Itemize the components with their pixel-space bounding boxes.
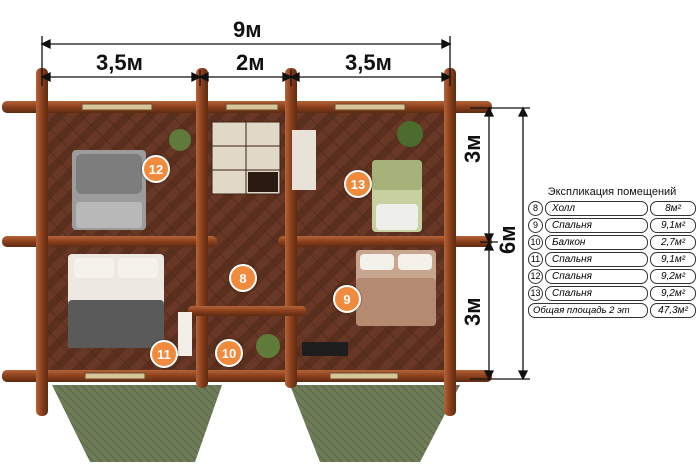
row-number: 11 (528, 251, 543, 267)
bed-room-9 (356, 250, 436, 326)
dim-left-width: 3,5м (96, 50, 143, 75)
room-badge-11: 11 (150, 340, 178, 368)
room-badge-9: 9 (333, 285, 361, 313)
row-name: Холл (545, 200, 648, 216)
room-schedule: Экспликация помещений 8 Холл 8м² 9 Спаль… (528, 186, 696, 319)
dim-total-width: 9м (233, 17, 262, 42)
bed-room-13 (372, 160, 422, 232)
row-name: Спальня (545, 251, 648, 267)
dim-upper-depth: 3м (460, 134, 485, 163)
row-name: Спальня (545, 285, 648, 301)
row-area: 9,1м² (650, 217, 696, 233)
row-area: 9,1м² (650, 251, 696, 267)
row-area: 9,2м² (650, 268, 696, 284)
row-name: Спальня (545, 217, 648, 233)
total-label: Общая площадь 2 эт (528, 302, 648, 318)
room-schedule-total: Общая площадь 2 эт 47,3м² (528, 302, 696, 318)
total-area: 47,3м² (650, 302, 696, 318)
bed-room-11 (68, 254, 164, 348)
room-badge-13: 13 (344, 170, 372, 198)
plants (169, 121, 423, 358)
room-schedule-row: 11 Спальня 9,1м² (528, 251, 696, 267)
staircase (211, 121, 281, 195)
row-number: 8 (528, 200, 543, 216)
room-badge-12: 12 (142, 155, 170, 183)
row-number: 12 (528, 268, 543, 284)
windows (81, 103, 406, 380)
room-schedule-title: Экспликация помещений (547, 186, 677, 198)
dim-total-depth: 6м (495, 225, 520, 254)
room-schedule-row: 9 Спальня 9,1м² (528, 217, 696, 233)
row-area: 2,7м² (650, 234, 696, 250)
row-name: Балкон (545, 234, 648, 250)
bed-room-12 (72, 150, 146, 230)
row-area: 9,2м² (650, 285, 696, 301)
dim-lower-depth: 3м (460, 297, 485, 326)
row-number: 10 (528, 234, 543, 250)
row-number: 13 (528, 285, 543, 301)
roof-left (52, 385, 222, 462)
room-schedule-row: 12 Спальня 9,2м² (528, 268, 696, 284)
dim-right-width: 3,5м (345, 50, 392, 75)
dimension-lines (40, 36, 530, 381)
room-schedule-row: 10 Балкон 2,7м² (528, 234, 696, 250)
room-schedule-row: 8 Холл 8м² (528, 200, 696, 216)
row-area: 8м² (650, 200, 696, 216)
row-number: 9 (528, 217, 543, 233)
furniture (178, 130, 348, 356)
room-schedule-row: 13 Спальня 9,2м² (528, 285, 696, 301)
dim-center-width: 2м (236, 50, 265, 75)
row-name: Спальня (545, 268, 648, 284)
room-badge-8: 8 (229, 264, 257, 292)
roof-right (290, 385, 460, 462)
room-badge-10: 10 (215, 339, 243, 367)
